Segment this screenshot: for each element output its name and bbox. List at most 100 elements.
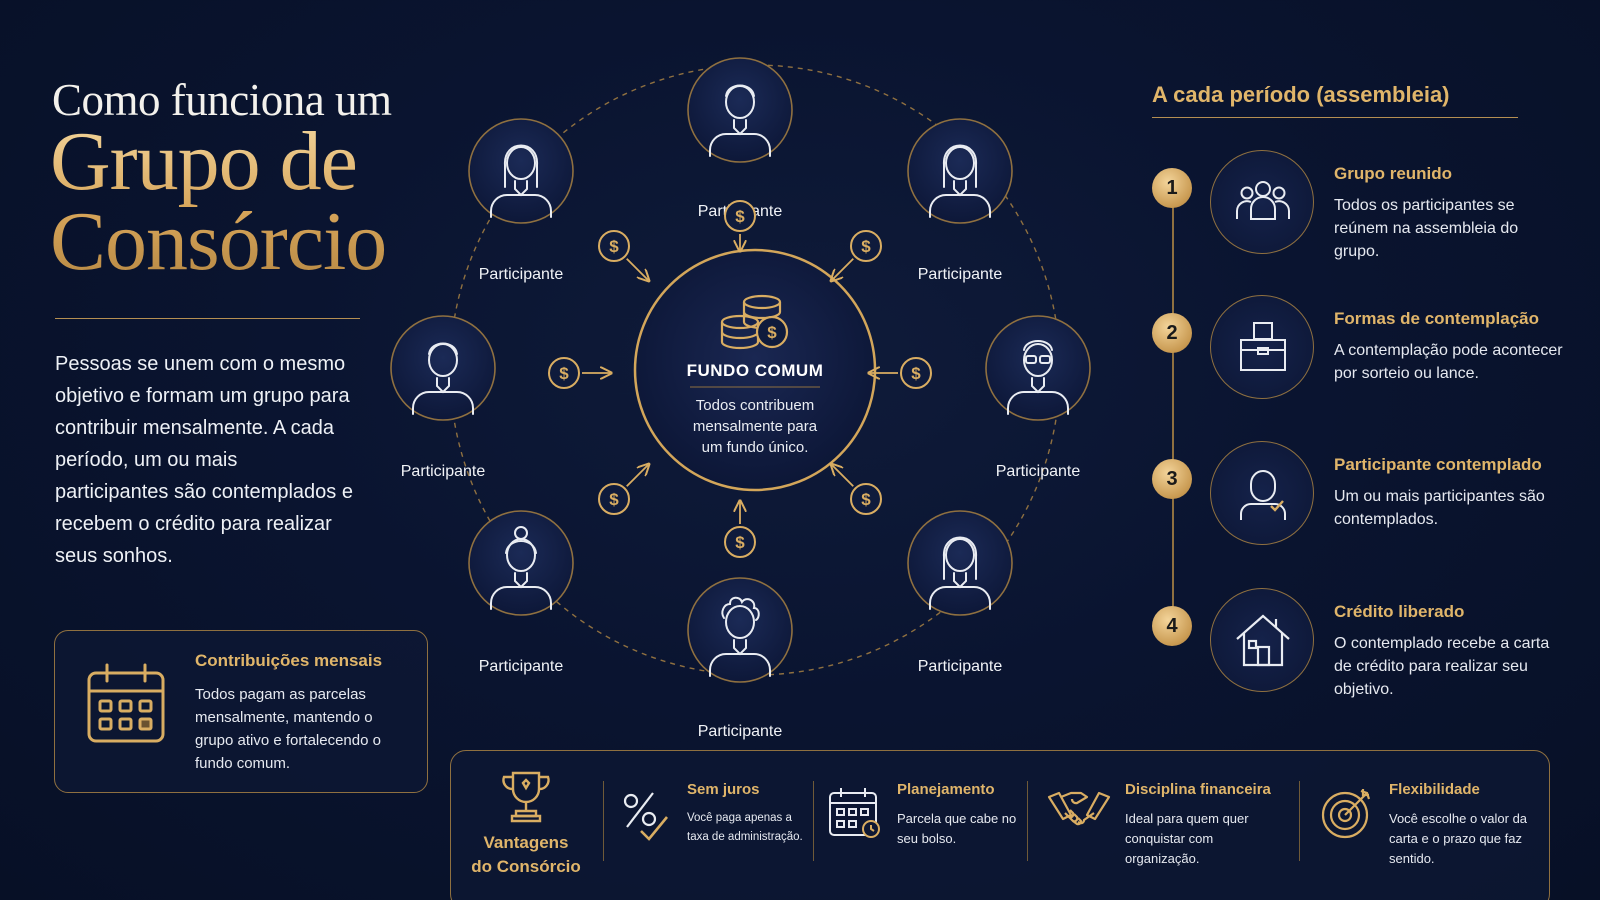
participant-3: Participante <box>985 315 1091 480</box>
step-text: A contemplação pode acontecer por sortei… <box>1334 342 1563 382</box>
participant-label: Participante <box>918 266 1003 283</box>
participant-4: Participante <box>907 510 1013 675</box>
advantages-label-line-1: Vantagens <box>483 833 569 852</box>
calendar-icon <box>829 788 880 838</box>
fund-title: FUNDO COMUM <box>687 361 824 380</box>
step-icon-wrap <box>1210 150 1314 254</box>
participant-label: Participante <box>996 463 1081 480</box>
divider <box>813 781 814 861</box>
fund-text-1: Todos contribuem <box>696 397 814 414</box>
person-icon <box>929 536 991 610</box>
house-icon <box>1236 614 1290 667</box>
participant-7: Participante <box>390 315 496 480</box>
contribution-coin-6: $ <box>832 465 882 515</box>
fund-center: $ FUNDO COMUM Todos contribuem mensalmen… <box>633 248 877 492</box>
step-1: 1 Grupo reunido Todos os participantes s… <box>1152 150 1572 268</box>
step-title: Crédito liberado <box>1334 602 1465 621</box>
coins-icon: $ <box>720 294 789 350</box>
step-number: 1 <box>1152 168 1192 208</box>
title-line-2: Grupo de <box>50 115 357 208</box>
calendar-icon <box>87 663 165 743</box>
advantage-title: Disciplina financeira <box>1125 781 1271 798</box>
person-icon <box>490 526 552 610</box>
steps-title: A cada período (assembleia) <box>1152 82 1450 107</box>
timeline-line <box>1172 185 1174 625</box>
step-icon-wrap <box>1210 441 1314 545</box>
contribution-coin-4: $ <box>598 465 648 515</box>
participant-5: Participante <box>687 577 793 740</box>
participant-8: Participante <box>468 118 574 283</box>
contribution-coin-2: $ <box>598 230 648 280</box>
person-icon <box>412 342 474 415</box>
contribution-coin-8: $ <box>832 230 882 280</box>
svg-text:$: $ <box>767 323 777 342</box>
advantage-flexibility: Flexibilidade Você escolhe o valor da ca… <box>1319 751 1539 900</box>
step-title: Participante contemplado <box>1334 455 1542 474</box>
advantage-text: Você escolhe o valor da carta e o prazo … <box>1389 811 1528 866</box>
step-title: Grupo reunido <box>1334 164 1453 183</box>
step-title: Formas de contemplação <box>1334 309 1540 328</box>
title-divider <box>55 318 360 319</box>
step-icon-wrap <box>1210 588 1314 692</box>
person-icon <box>1007 340 1069 415</box>
divider <box>1299 781 1300 861</box>
dollar-icon: $ <box>735 533 745 552</box>
advantage-discipline: Disciplina financeira Ideal para quem qu… <box>1047 751 1307 900</box>
fund-text-3: um fundo único. <box>702 439 809 456</box>
advantage-title: Planejamento <box>897 781 995 798</box>
title-line-1: Como funciona um <box>52 75 392 125</box>
step-number: 4 <box>1152 606 1192 646</box>
participant-label: Participante <box>401 463 486 480</box>
advantage-no-interest: Sem juros Você paga apenas a taxa de adm… <box>617 751 817 900</box>
step-text: Todos os participantes se reúnem na asse… <box>1334 197 1519 260</box>
participant-label: Participante <box>479 658 564 675</box>
advantage-planning: Planejamento Parcela que cabe no seu bol… <box>827 751 1037 900</box>
dollar-icon: $ <box>609 237 619 256</box>
divider <box>603 781 604 861</box>
advantages-label-block: Vantagens do Consórcio <box>451 751 601 900</box>
step-icon-wrap <box>1210 295 1314 399</box>
contributions-card: Contribuições mensais Todos pagam as par… <box>54 630 428 793</box>
intro-text: Pessoas se unem com o mesmo objetivo e f… <box>55 353 353 567</box>
advantages-bar: Vantagens do Consórcio Sem juros Você pa… <box>450 750 1550 900</box>
divider <box>1027 781 1028 861</box>
page-title: Grupo de Consórcio <box>50 122 430 282</box>
dollar-icon: $ <box>861 490 871 509</box>
person-icon <box>709 84 771 157</box>
step-text: O contemplado recebe a carta de crédito … <box>1334 635 1550 698</box>
contribution-coin-5: $ <box>724 502 756 558</box>
participant-label: Participante <box>479 266 564 283</box>
step-2: 2 Formas de contemplação A contemplação … <box>1152 295 1572 413</box>
dollar-icon: $ <box>735 207 745 226</box>
participant-6: Participante <box>468 510 574 675</box>
contribution-coin-3: $ <box>548 357 610 389</box>
dollar-icon: $ <box>861 237 871 256</box>
participants-group: ParticipanteParticipanteParticipantePart… <box>390 57 1091 740</box>
advantage-text: Ideal para quem quer conquistar com orga… <box>1125 811 1249 866</box>
step-number: 3 <box>1152 459 1192 499</box>
contribution-coins-group: $ $ $ $ $ $ $ $ <box>548 200 932 558</box>
participant-label: Participante <box>698 723 783 740</box>
dollar-icon: $ <box>609 490 619 509</box>
person-check-icon <box>1240 470 1286 520</box>
person-icon <box>929 144 991 218</box>
steps-divider <box>1152 117 1518 118</box>
person-icon <box>490 144 552 218</box>
advantage-text: Parcela que cabe no seu bolso. <box>897 811 1017 846</box>
advantage-title: Flexibilidade <box>1389 781 1480 798</box>
ballot-box-icon <box>1240 322 1286 371</box>
step-text: Um ou mais participantes são contemplado… <box>1334 488 1545 528</box>
contribution-coin-1: $ <box>724 200 756 250</box>
step-number: 2 <box>1152 313 1192 353</box>
consortium-diagram: $ FUNDO COMUM Todos contribuem mensalmen… <box>390 57 1091 740</box>
advantages-label: Vantagens do Consórcio <box>461 831 591 879</box>
advantages-label-line-2: do Consórcio <box>471 857 581 876</box>
participant-label: Participante <box>918 658 1003 675</box>
fund-text-2: mensalmente para <box>693 418 818 435</box>
title-line-3: Consórcio <box>50 195 387 288</box>
contributions-title: Contribuições mensais <box>195 651 383 670</box>
step-4: 4 Crédito liberado O contemplado recebe … <box>1152 588 1572 706</box>
target-icon <box>1321 789 1371 839</box>
step-3: 3 Participante contemplado Um ou mais pa… <box>1152 441 1572 559</box>
percent-icon <box>623 792 669 841</box>
